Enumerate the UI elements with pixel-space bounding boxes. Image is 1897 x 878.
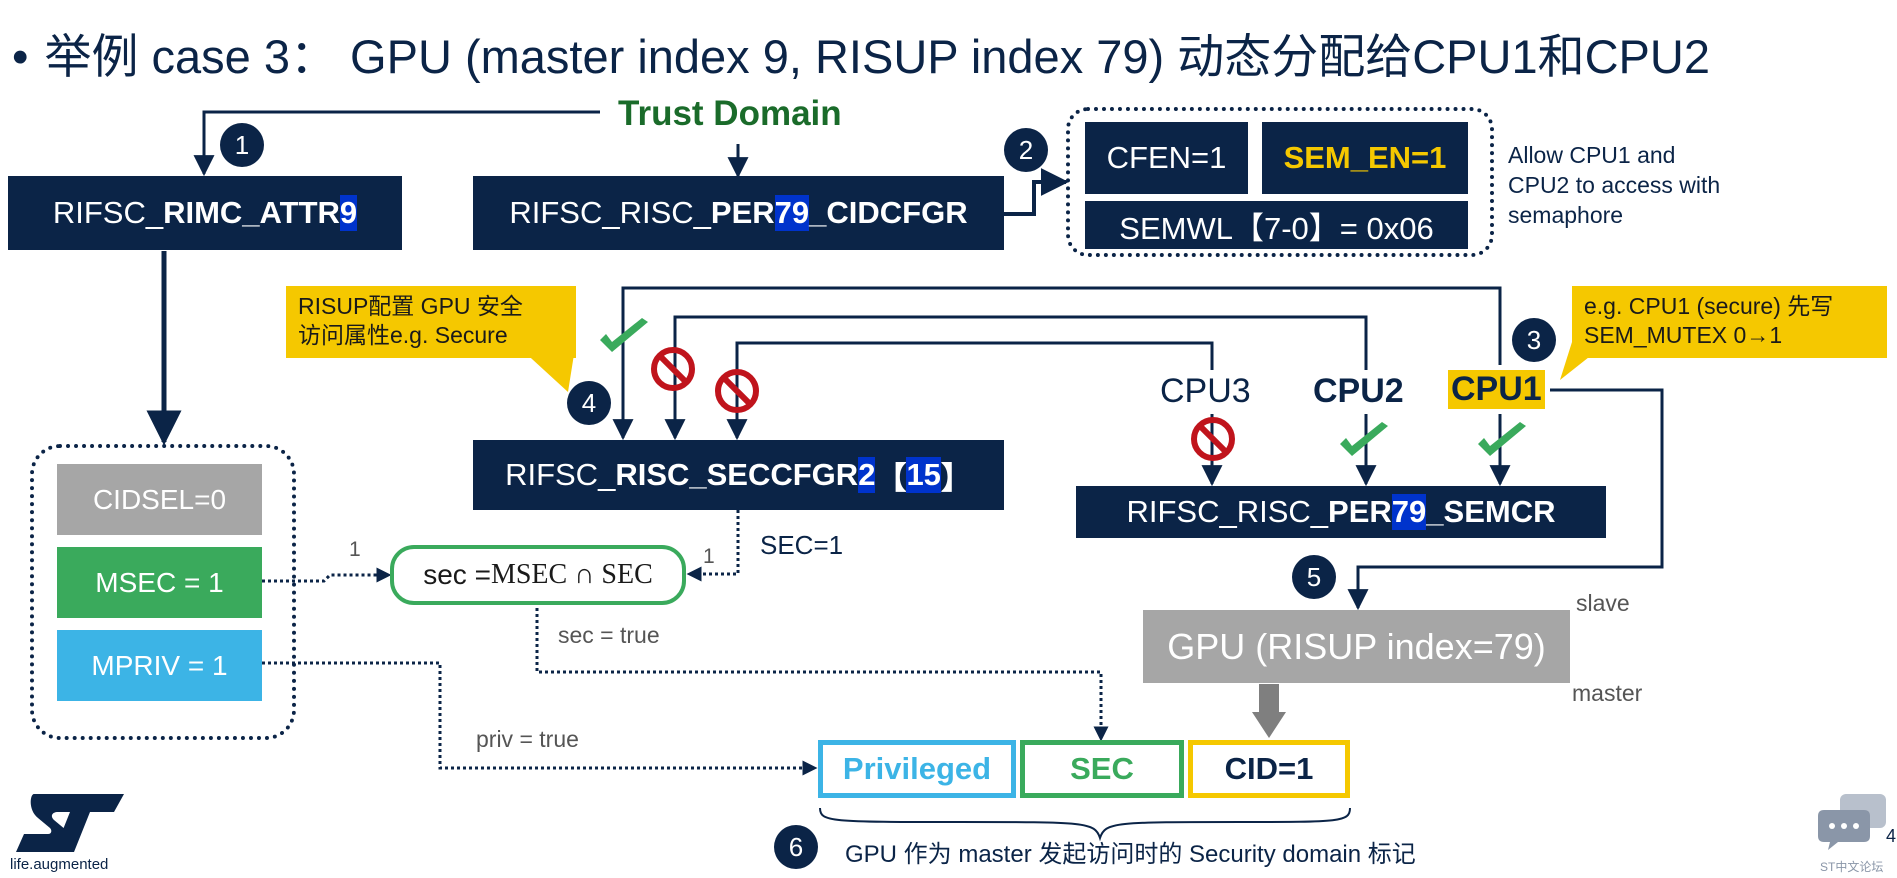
seccfgr-name: RISC_SECCFGR (615, 457, 859, 492)
title-bullet: • (12, 30, 29, 83)
block-icon (651, 347, 695, 391)
sec1-label: SEC=1 (760, 530, 844, 560)
cidcfgr-prefix: RIFSC_RISC_ (509, 195, 711, 230)
allow-note-line-3: semaphore (1508, 202, 1624, 228)
rimc-index: 9 (339, 195, 358, 231)
allow-note-line-2: CPU2 to access with (1508, 172, 1721, 198)
trust-to-rimc-line (193, 110, 600, 177)
sec-one-label: 1 (703, 545, 715, 568)
gpu-box: GPU (RISUP index=79) (1143, 610, 1570, 683)
seccfgr-to-sec-dotted (686, 510, 740, 582)
semcr-index: 79 (1391, 494, 1427, 530)
cpu1-callout-line-1: e.g. CPU1 (secure) 先写 (1584, 293, 1834, 319)
sec-to-tag-dotted (535, 602, 1109, 742)
cpu1-to-gpu-line (1347, 388, 1664, 611)
seccfgr-index: 2 (858, 457, 876, 493)
allow-note: Allow CPU1 and CPU2 to access with semap… (1508, 140, 1720, 230)
forum-label: ST中文论坛 (1820, 860, 1884, 874)
cpu2-label: CPU2 (1313, 372, 1404, 410)
master-attribute-group (30, 444, 296, 740)
block-icon (715, 369, 759, 413)
step-2-badge: 2 (1004, 128, 1048, 172)
footnote: GPU 作为 master 发起访问时的 Security domain 标记 (845, 841, 1416, 868)
cpu1-label: CPU1 (1448, 370, 1545, 409)
cidsel-field: CIDSEL=0 (57, 464, 262, 535)
gpu-master-arrow-shaft (1259, 684, 1279, 714)
trust-domain-label: Trust Domain (618, 94, 842, 133)
cpu1-to-seccfgr-line (612, 286, 1502, 441)
seccfgr-bracket-left: 【 (875, 460, 907, 496)
rimc-prefix: RIFSC_ (52, 195, 164, 230)
cpu1-callout: e.g. CPU1 (secure) 先写 SEM_MUTEX 0→1 (1572, 286, 1887, 358)
sec-formula-left: sec = (423, 559, 491, 590)
seccfgr-prefix: RIFSC_ (505, 457, 616, 492)
sem-en-field: SEM_EN=1 (1262, 122, 1468, 194)
seccfgr-bracket-right: 】 (940, 460, 972, 496)
rimc-name: RIMC_ATTR (163, 195, 340, 230)
cidcfgr-to-sembox-line (1004, 168, 1069, 216)
sec-formula-box: sec =MSEC ∩ SEC (390, 545, 686, 605)
st-logo-icon (16, 794, 124, 852)
domain-brace (819, 807, 1351, 842)
mpriv-field: MPRIV = 1 (57, 630, 262, 701)
cpu3-label: CPU3 (1160, 372, 1251, 410)
step-6-badge: 6 (774, 825, 818, 869)
seccfgr-bit: 15 (906, 457, 941, 493)
check-icon (1478, 422, 1526, 456)
step-3-badge: 3 (1512, 318, 1556, 362)
risup-callout-line-2: 访问属性e.g. Secure (298, 322, 508, 348)
risup-callout-line-1: RISUP配置 GPU 安全 (298, 293, 523, 319)
cpu2-to-seccfgr-line (664, 315, 1368, 441)
cid-tag: CID=1 (1188, 740, 1350, 798)
cfen-field: CFEN=1 (1085, 122, 1248, 194)
semcr-prefix: RIFSC_RISC_ (1126, 494, 1329, 529)
step-4-badge: 4 (567, 381, 611, 425)
allow-note-line-1: Allow CPU1 and (1508, 142, 1676, 168)
sec-true-label: sec = true (558, 622, 660, 648)
priv-true-label: priv = true (476, 726, 579, 752)
msec-field: MSEC = 1 (57, 547, 262, 618)
master-label: master (1572, 680, 1643, 706)
check-icon (600, 318, 648, 352)
semaphore-config-group (1066, 107, 1494, 257)
semcr-per: PER (1328, 494, 1392, 529)
risup-callout: RISUP配置 GPU 安全 访问属性e.g. Secure (286, 286, 576, 358)
msec-one-label: 1 (349, 538, 361, 561)
step-5-badge: 5 (1292, 555, 1336, 599)
semwl-field: SEMWL【7-0】= 0x06 (1085, 201, 1468, 249)
block-icon (1191, 417, 1235, 461)
chat-bubble-icon (1818, 794, 1886, 850)
slave-label: slave (1576, 590, 1630, 616)
cpu1-callout-line-2: SEM_MUTEX 0→1 (1584, 322, 1783, 348)
st-logo-tagline: life.augmented (10, 856, 109, 873)
gpu-master-arrow-head (1252, 712, 1286, 738)
privileged-tag: Privileged (818, 740, 1016, 798)
callout4-pointer (520, 348, 575, 392)
cidcfgr-index: 79 (774, 195, 810, 231)
semcr-suffix: _SEMCR (1426, 494, 1556, 529)
mpriv-to-priv-dotted (262, 661, 818, 776)
sec-tag: SEC (1020, 740, 1184, 798)
check-icon (1340, 422, 1388, 456)
page-title: • 举例 case 3： GPU (master index 9, RISUP i… (12, 18, 1710, 87)
page-number: 4 (1886, 826, 1897, 846)
cidcfgr-suffix: _CIDCFGR (809, 195, 968, 230)
title-text: 举例 case 3： GPU (master index 9, RISUP in… (44, 30, 1710, 83)
cidcfgr-per: PER (710, 195, 775, 230)
cpu3-to-seccfgr-line (726, 341, 1214, 441)
sec-formula-right: MSEC ∩ SEC (490, 559, 653, 590)
step-1-badge: 1 (220, 123, 264, 167)
